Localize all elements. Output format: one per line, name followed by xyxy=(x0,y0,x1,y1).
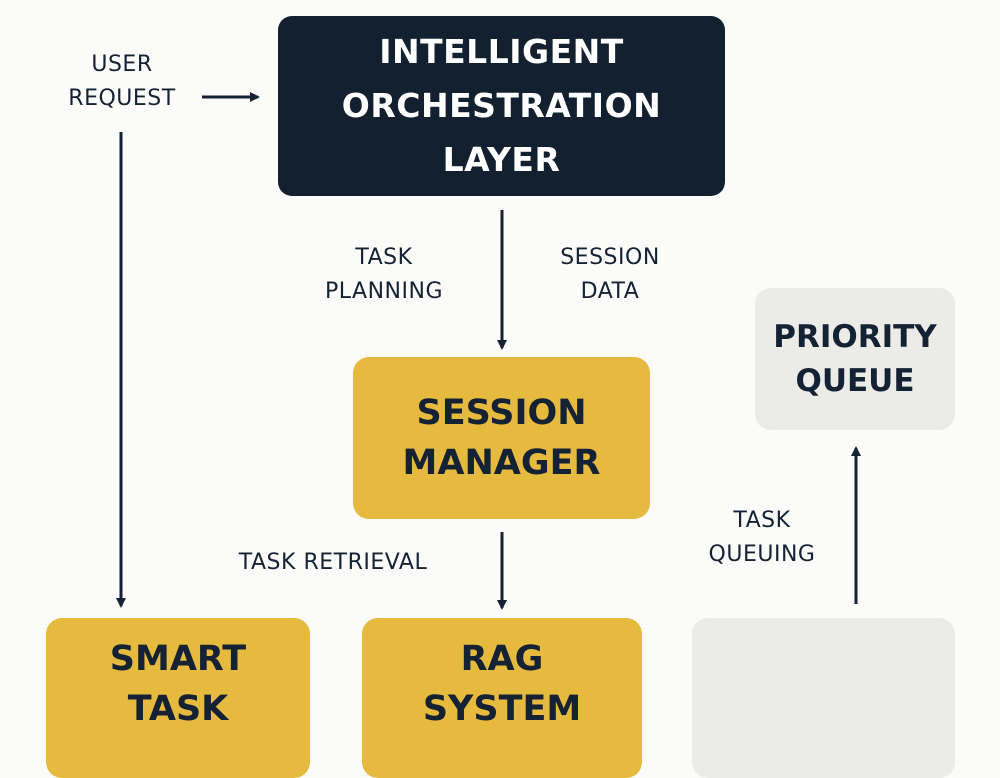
priority-queue-node: PRIORITY QUEUE xyxy=(755,288,955,430)
label-task-retrieval-line1: TASK RETRIEVAL xyxy=(238,550,428,575)
label-task-planning-line1: TASK xyxy=(355,245,413,270)
connector-layer xyxy=(116,92,861,610)
smart-task-line2: TASK xyxy=(127,689,229,729)
diagram-canvas: INTELLIGENT ORCHESTRATION LAYER SESSION … xyxy=(46,16,955,778)
label-task-queuing: TASK QUEUING xyxy=(692,504,832,572)
label-session-data: SESSION DATA xyxy=(540,241,680,309)
session-manager-node: SESSION MANAGER xyxy=(353,357,650,519)
rag-system-line1: RAG xyxy=(460,639,544,679)
rag-system-node: RAG SYSTEM xyxy=(362,618,642,778)
orchestration-title-line1: INTELLIGENT xyxy=(379,32,624,71)
label-user-request: USER REQUEST xyxy=(52,48,192,116)
label-task-queuing-line1: TASK xyxy=(733,508,791,533)
priority-queue-line1: PRIORITY xyxy=(773,319,937,355)
label-user-request-line2: REQUEST xyxy=(68,86,176,111)
label-task-retrieval: TASK RETRIEVAL xyxy=(222,546,444,580)
orchestration-layer-node: INTELLIGENT ORCHESTRATION LAYER xyxy=(278,16,725,196)
label-task-queuing-line2: QUEUING xyxy=(708,542,816,567)
label-user-request-line1: USER xyxy=(91,52,153,77)
label-session-data-line2: DATA xyxy=(580,279,640,304)
orchestration-title-line2: ORCHESTRATION LAYER xyxy=(341,86,662,179)
priority-queue-line2: QUEUE xyxy=(795,363,915,399)
unlabeled-node xyxy=(692,618,955,778)
label-task-planning: TASK PLANNING xyxy=(306,241,462,309)
smart-task-line1: SMART xyxy=(109,639,247,679)
smart-task-node: SMART TASK xyxy=(46,618,310,778)
label-session-data-line1: SESSION xyxy=(560,245,660,270)
session-manager-line1: SESSION xyxy=(416,393,587,433)
rag-system-line2: SYSTEM xyxy=(422,689,582,729)
session-manager-line2: MANAGER xyxy=(402,443,601,483)
label-task-planning-line2: PLANNING xyxy=(325,279,443,304)
